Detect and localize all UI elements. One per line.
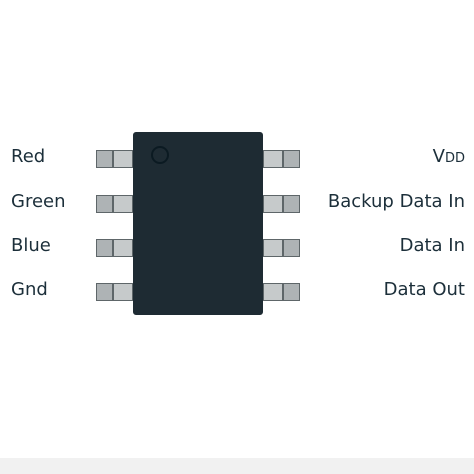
pin-8-lead [263,150,300,168]
pin-8-label: VDD [433,146,465,170]
pin-7-lead [263,195,300,213]
pin-6-label: Data In [399,235,465,256]
pin-2-label: Green [11,191,66,212]
ic-package-body [133,132,263,315]
pin-5-label: Data Out [383,279,465,300]
pin-6-lead [263,239,300,257]
pin-3-label: Blue [11,235,51,256]
pin-1-lead [96,150,133,168]
pin-3-lead [96,239,133,257]
pin-one-marker-icon [151,146,169,164]
pin-4-label: Gnd [11,279,48,300]
pin-4-lead [96,283,133,301]
bottom-border-strip [0,458,474,474]
pin-8-label-main: V [432,146,445,167]
pin-7-label: Backup Data In [327,191,465,212]
pin-5-lead [263,283,300,301]
pin-1-label: Red [11,146,46,167]
pin-2-lead [96,195,133,213]
pin-8-label-sub: DD [444,151,465,166]
